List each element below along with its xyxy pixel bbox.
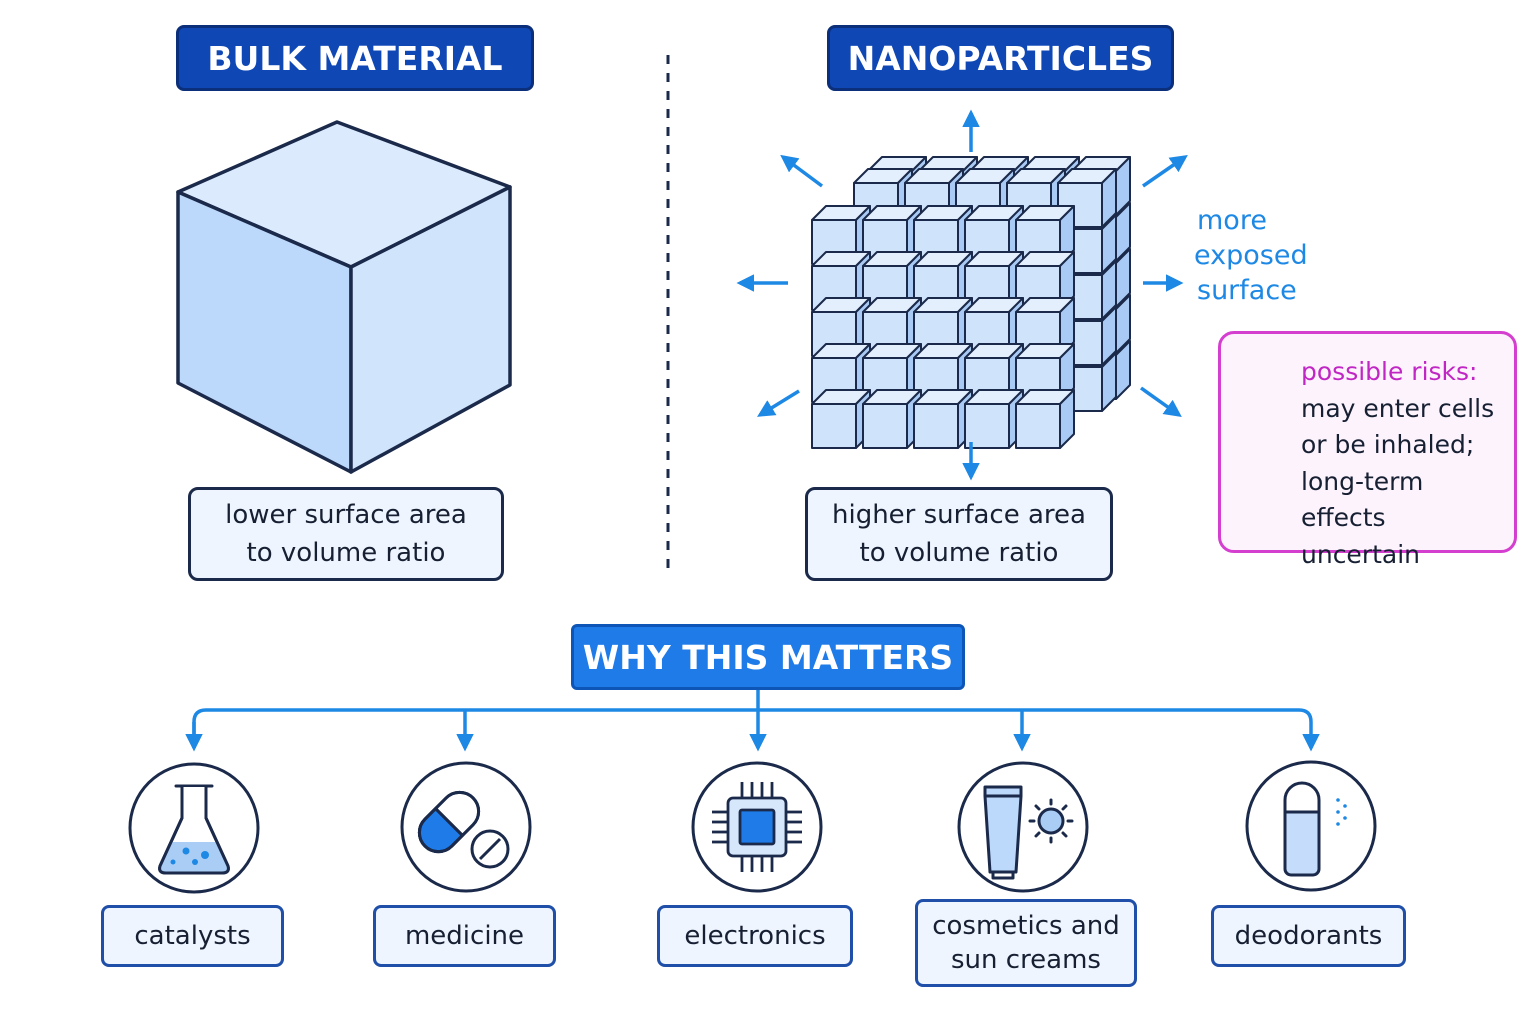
nanoparticle-cube	[913, 389, 973, 449]
nanoparticle-cube	[862, 389, 922, 449]
bulk-cube	[176, 120, 512, 474]
risks-text: possible risks: may enter cells or be in…	[1301, 354, 1514, 573]
risks-box: possible risks: may enter cells or be in…	[1218, 331, 1517, 569]
nanoparticle-cube	[1015, 389, 1075, 449]
nanoparticles-title: NANOPARTICLES	[827, 25, 1174, 91]
nano-caption-line2: to volume ratio	[859, 538, 1059, 568]
deodorants-label: deodorants	[1211, 905, 1406, 967]
exposed-line1: more	[1197, 205, 1267, 236]
flask-icon	[158, 784, 230, 875]
catalysts-label: catalysts	[101, 905, 284, 967]
exposed-surface-label: more exposed surface	[1194, 203, 1308, 308]
risks-line4: uncertain	[1301, 539, 1421, 569]
nano-caption: higher surface area to volume ratio	[805, 487, 1113, 581]
chip-icon	[712, 782, 802, 872]
bulk-caption: lower surface area to volume ratio	[188, 487, 504, 581]
bulk-material-title: BULK MATERIAL	[176, 25, 534, 91]
risks-line3: long-term effects	[1301, 466, 1424, 533]
risks-heading: possible risks:	[1301, 357, 1478, 386]
medicine-label: medicine	[373, 905, 556, 967]
nanoparticle-cube-array	[811, 156, 1131, 449]
risks-line1: may enter cells	[1301, 393, 1495, 423]
electronics-label: electronics	[657, 905, 853, 967]
exposed-line3: surface	[1197, 275, 1297, 306]
deodorant-icon	[1283, 781, 1347, 877]
bulk-caption-line2: to volume ratio	[246, 538, 446, 568]
pill-icon	[417, 790, 510, 869]
bulk-caption-line1: lower surface area	[225, 500, 467, 530]
nanoparticle-cube	[964, 389, 1024, 449]
cosmetics-label: cosmetics and sun creams	[915, 899, 1137, 987]
application-connectors	[185, 688, 1320, 752]
nanoparticle-cube	[811, 389, 871, 449]
nanoparticle-cube	[1057, 168, 1117, 228]
cosmetics-label-line1: cosmetics and	[932, 911, 1120, 941]
cosmetics-label-line2: sun creams	[951, 945, 1101, 975]
risks-line2: or be inhaled;	[1301, 430, 1475, 459]
why-this-matters-title: WHY THIS MATTERS	[571, 624, 965, 690]
nanoparticle-cube	[1015, 297, 1075, 357]
nano-caption-line1: higher surface area	[832, 500, 1086, 530]
cosmetics-icon-circle	[957, 761, 1089, 893]
sunscreen-icon	[983, 785, 1074, 880]
outward-arrows	[736, 109, 1188, 481]
exposed-line2: exposed	[1194, 240, 1308, 271]
nanoparticle-cube	[1015, 343, 1075, 403]
